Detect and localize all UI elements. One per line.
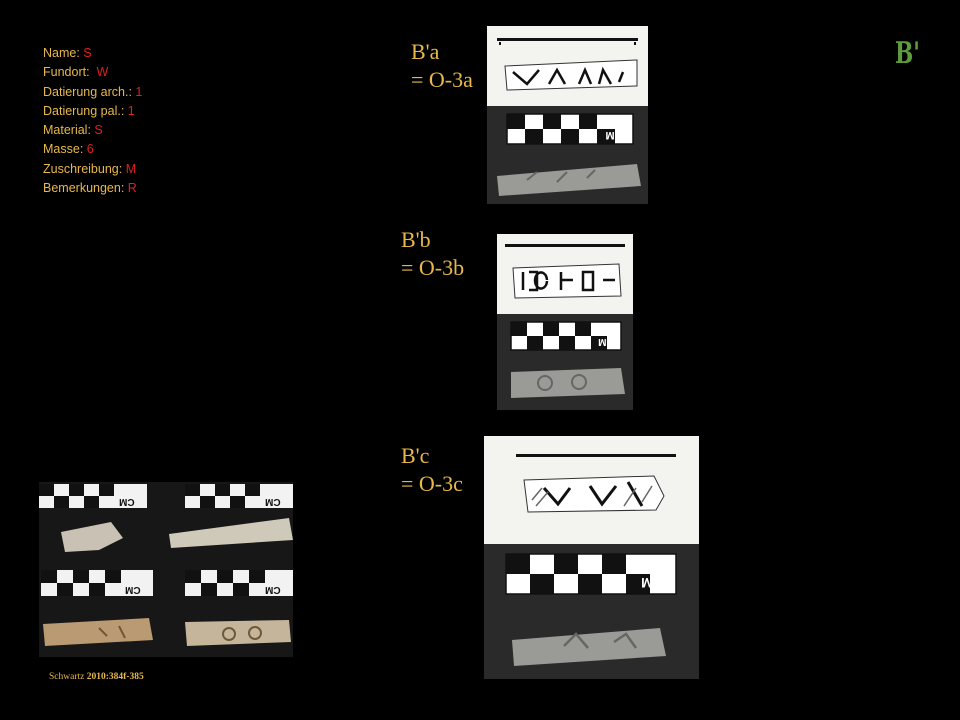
meta-key: Bemerkungen (43, 181, 121, 196)
item-id: B'c (401, 443, 430, 468)
meta-value: M (125, 161, 137, 176)
item-equivalent: = O-3a (411, 67, 473, 92)
meta-key: Masse (43, 142, 80, 157)
meta-row-fundort: Fundort: W (43, 65, 109, 80)
meta-value: 1 (127, 103, 135, 118)
slide-code: B' (895, 36, 920, 71)
item-id: B'b (401, 227, 431, 252)
scale-unit-label: CM (598, 336, 614, 347)
photo-scale-label: CM (119, 496, 135, 507)
meta-row-name: Name: S (43, 46, 92, 60)
meta-row-bemerkungen: Bemerkungen: R (43, 181, 137, 196)
meta-key: Datierung arch. (43, 84, 129, 99)
meta-key: Datierung pal. (43, 103, 121, 118)
item-label-a: B'a = O-3a (411, 38, 473, 94)
citation: Schwartz 2010:384f-385 (49, 672, 144, 682)
item-equivalent: = O-3c (401, 471, 463, 496)
meta-key: Fundort (43, 65, 87, 80)
meta-row-masse: Masse: 6 (43, 142, 94, 157)
photo-scale-label: CM (125, 584, 141, 595)
meta-row-zuschreibung: Zuschreibung: M (43, 161, 137, 176)
artifact-photo-grid: CM CM CM CM (39, 482, 293, 657)
figure-sheet-c: CM (484, 436, 699, 679)
item-label-b: B'b = O-3b (401, 226, 464, 282)
item-id: B'a (411, 39, 440, 64)
item-label-c: B'c = O-3c (401, 442, 463, 498)
photo-scale-label: CM (265, 584, 281, 595)
meta-value: 1 (135, 84, 143, 99)
meta-key: Name (43, 46, 77, 60)
meta-row-material: Material: S (43, 123, 103, 138)
meta-value: W (96, 65, 109, 80)
scale-unit-label: CM (641, 575, 663, 591)
scale-unit-label: CM (605, 129, 623, 141)
meta-row-datierung-pal: Datierung pal.: 1 (43, 103, 135, 118)
citation-ref: 2010:384f-385 (86, 672, 144, 682)
figure-sheet-a: CM (487, 26, 648, 204)
item-equivalent: = O-3b (401, 255, 465, 280)
meta-value: S (94, 123, 103, 138)
meta-value: 6 (86, 142, 94, 157)
meta-value: S (83, 46, 92, 60)
meta-row-datierung-arch: Datierung arch.: 1 (43, 84, 143, 99)
meta-value: R (127, 181, 137, 196)
meta-key: Material (43, 123, 88, 138)
citation-author: Schwartz (49, 672, 85, 682)
metadata-list: Name: S Fundort: W Datierung arch.: 1 Da… (43, 44, 142, 198)
figure-sheet-b: CM (497, 234, 633, 410)
meta-key: Zuschreibung (43, 161, 119, 176)
photo-scale-label: CM (265, 496, 281, 507)
